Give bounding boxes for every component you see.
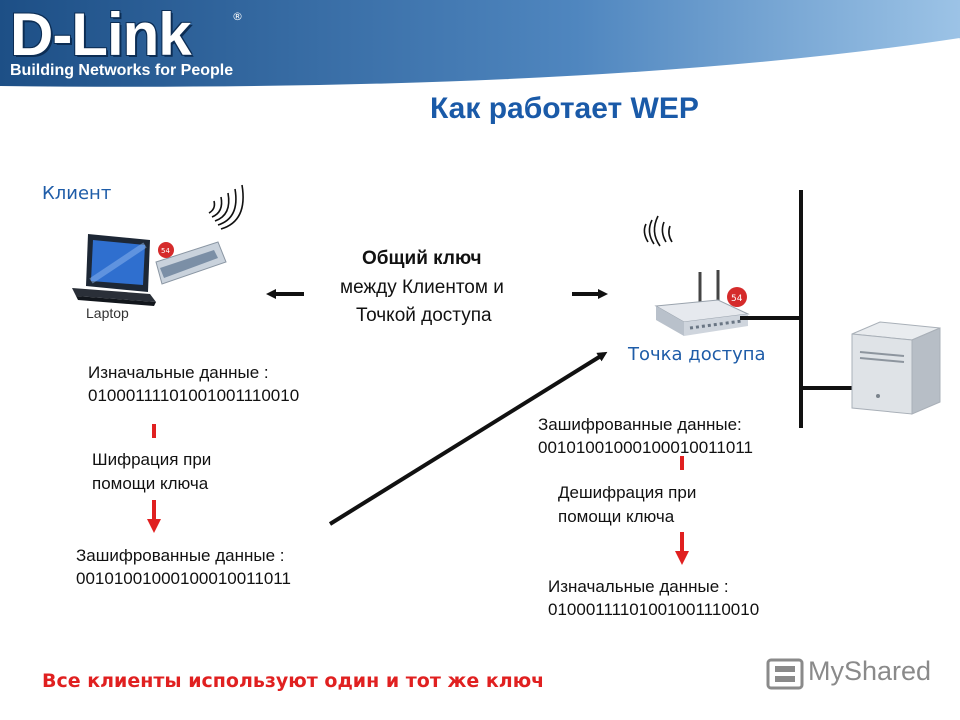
- myshared-watermark: MyShared: [808, 656, 932, 686]
- client-original-label: Изначальные данные :: [88, 363, 269, 382]
- client-label: Клиент: [42, 183, 112, 204]
- laptop-icon: [72, 234, 156, 306]
- ap-decrypt-line2: помощи ключа: [558, 507, 675, 526]
- shared-key-line2: между Клиентом и: [340, 277, 504, 298]
- ap-badge: 54: [731, 294, 743, 304]
- shared-key-title: Общий ключ: [362, 248, 482, 269]
- footer-note: Все клиенты используют один и тот же клю…: [42, 670, 545, 692]
- logo-tagline: Building Networks for People: [10, 62, 234, 79]
- shared-key-line3: Точкой доступа: [356, 305, 492, 326]
- access-point-label: Точка доступа: [628, 344, 766, 365]
- server-icon: [851, 321, 941, 415]
- laptop-caption: Laptop: [86, 305, 129, 321]
- registered-mark: ®: [232, 10, 243, 23]
- client-encrypted-label: Зашифрованные данные :: [76, 546, 285, 565]
- wireless-card-icon: 54: [155, 241, 227, 285]
- client-encrypt-line1: Шифрация при: [92, 450, 212, 469]
- transmission-arrow: [328, 351, 608, 526]
- dlink-logo: D-Link: [10, 1, 192, 68]
- ap-signal-icon: [643, 215, 673, 247]
- ap-decrypt-line1: Дешифрация при: [558, 483, 697, 502]
- client-signal-icon: [208, 184, 244, 230]
- access-point-icon: 54: [654, 270, 750, 336]
- card-badge: 54: [161, 247, 170, 255]
- myshared-logo-icon: [766, 658, 804, 690]
- client-encrypt-line2: помощи ключа: [92, 474, 209, 493]
- ap-original-value: 01000111101001001110010: [548, 600, 760, 619]
- ap-encrypted-value: 00101001000100010011011: [538, 438, 753, 457]
- network-lines: [740, 190, 852, 428]
- ap-encrypted-label: Зашифрованные данные:: [538, 415, 742, 434]
- client-encrypted-value: 00101001000100010011011: [76, 569, 291, 588]
- page-title: Как работает WEP: [430, 92, 699, 125]
- ap-original-label: Изначальные данные :: [548, 577, 729, 596]
- client-original-value: 01000111101001001110010: [88, 386, 300, 405]
- header-banner: [0, 0, 960, 88]
